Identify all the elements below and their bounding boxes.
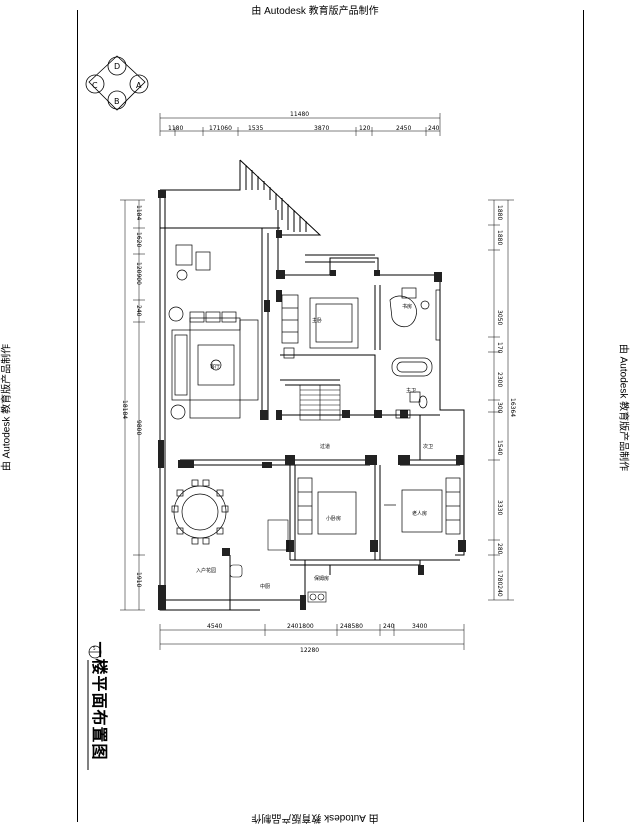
master-bath-fixtures: [391, 357, 433, 419]
drawing-tag: [88, 645, 102, 659]
dim-bottom-1: 4540: [207, 623, 222, 630]
dim-right-6: 300: [496, 402, 503, 414]
dim-left-4: 240: [135, 305, 142, 317]
structural-columns: [158, 190, 466, 610]
dim-right-10: 1780240: [496, 570, 503, 597]
right-dimension-lines: [488, 199, 514, 601]
watermark-top: 由 Autodesk 教育版产品制作: [251, 6, 379, 17]
room-label-entry: 入户花园: [196, 567, 216, 574]
dim-top-1: 1180: [168, 125, 183, 132]
compass-label-c: C: [92, 81, 98, 90]
compass-label-b: B: [114, 97, 120, 106]
drawing-title: 一楼平面布置图: [90, 641, 109, 761]
dim-right-total: 16364: [509, 398, 516, 417]
room-label-living: 客厅: [210, 363, 220, 370]
dim-left-5: 9800: [135, 420, 142, 435]
dim-right-2: 1880: [496, 230, 503, 245]
staircase: [299, 384, 341, 421]
dim-left-total: 18184: [121, 400, 128, 419]
dim-right-9: 280: [496, 543, 503, 555]
room-label-second-bed: 小卧房: [326, 515, 341, 522]
room-label-storage: 保姆房: [314, 575, 329, 582]
living-room-furniture: [168, 244, 259, 420]
dim-right-8: 3330: [496, 500, 503, 515]
left-dimension-lines: [120, 199, 145, 611]
room-label-passage: 过道: [320, 443, 330, 450]
study-furniture: [389, 287, 441, 341]
room-label-second-bath: 次卫: [423, 443, 433, 450]
dim-top-6: 2450: [396, 125, 411, 132]
dim-top-total: 11480: [290, 111, 309, 118]
dim-bottom-2: 2401800: [287, 623, 314, 630]
dim-right-4: 170: [496, 342, 503, 354]
dim-right-3: 3050: [496, 310, 503, 325]
frame-left-line: [77, 10, 78, 822]
room-label-bath-main: 主卫: [406, 387, 416, 394]
master-bedroom-furniture: [281, 294, 359, 359]
compass-label-d: D: [114, 62, 120, 71]
dim-bottom-4: 240: [383, 623, 395, 630]
compass-label-a: A: [136, 81, 142, 90]
dim-top-7: 240: [428, 125, 440, 132]
dim-right-5: 2300: [496, 372, 503, 387]
dim-right-1: 1880: [496, 205, 503, 220]
dining-table: [171, 479, 229, 545]
frame-right-line: [583, 10, 584, 822]
dim-left-1: 1184: [135, 205, 142, 220]
dim-top-2: 171060: [209, 125, 232, 132]
room-label-kitchen: 中厨: [260, 583, 270, 590]
drawing-tag-number: 5: [93, 646, 96, 651]
title-block: 一楼平面布置图: [82, 640, 122, 770]
room-label-study: 书房: [402, 303, 412, 310]
dim-bottom-5: 3400: [412, 623, 427, 630]
bottom-dimension-lines: [159, 624, 465, 650]
dim-bottom-total: 12280: [300, 647, 319, 654]
room-label-elder-bed: 老人房: [412, 510, 427, 517]
second-bedroom-furniture: [297, 477, 357, 535]
dim-top-3: 1535: [248, 125, 263, 132]
small-room-fixtures: [229, 519, 327, 603]
dim-top-5: 120: [359, 125, 371, 132]
dim-right-7: 1540: [496, 440, 503, 455]
elder-bedroom-furniture: [384, 477, 461, 535]
dim-left-3: 120900: [135, 262, 142, 285]
dim-bottom-3: 248580: [340, 623, 363, 630]
compass-icon: [85, 55, 149, 111]
dim-left-6: 1910: [135, 572, 142, 587]
dim-left-2: 1620: [135, 232, 142, 247]
dim-top-4: 3870: [314, 125, 329, 132]
top-dimension-lines: [159, 113, 441, 136]
room-label-master: 主卧: [312, 317, 322, 324]
